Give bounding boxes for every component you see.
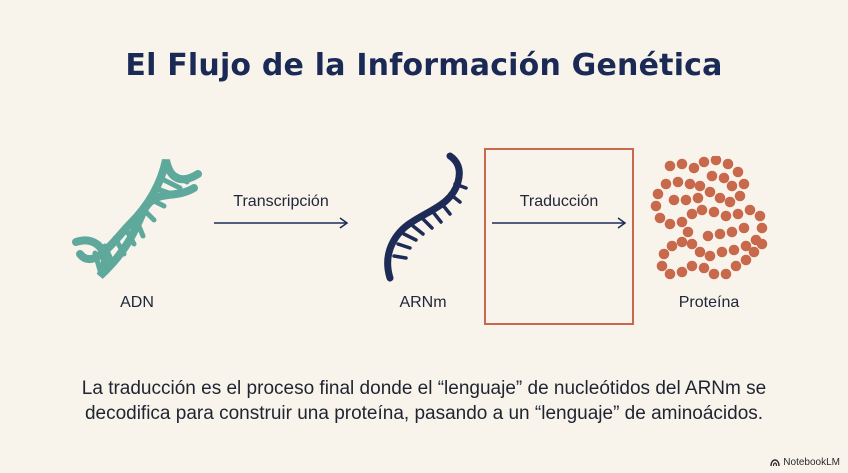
amino-acid-bead bbox=[738, 222, 750, 234]
amino-acid-bead bbox=[696, 204, 708, 216]
amino-acid-bead bbox=[664, 160, 676, 172]
dna-double-helix-icon bbox=[72, 158, 202, 279]
amino-acid-bead bbox=[686, 208, 698, 220]
amino-acid-bead bbox=[672, 176, 684, 188]
amino-acid-bead bbox=[744, 204, 756, 216]
amino-acid-bead bbox=[748, 246, 760, 258]
brand-name: NotebookLM bbox=[783, 457, 840, 468]
amino-acid-bead bbox=[720, 268, 732, 280]
node-label-mrna: ARNm bbox=[399, 294, 447, 311]
caption-line-1: La traducción es el proceso final donde … bbox=[81, 378, 767, 399]
protein-chain-icon bbox=[650, 156, 768, 280]
node-label-protein: Proteína bbox=[678, 294, 740, 311]
amino-acid-bead bbox=[692, 192, 704, 204]
amino-acid-bead bbox=[754, 210, 766, 222]
amino-acid-bead bbox=[714, 192, 726, 204]
amino-acid-bead bbox=[652, 188, 664, 200]
translation-highlight-box bbox=[484, 148, 634, 325]
amino-acid-bead bbox=[756, 222, 768, 234]
amino-acid-bead bbox=[732, 166, 744, 178]
amino-acid-bead bbox=[686, 260, 698, 272]
right-arrow-icon bbox=[492, 217, 627, 229]
amino-acid-bead bbox=[650, 200, 662, 212]
right-arrow-icon bbox=[214, 217, 349, 229]
amino-acid-bead bbox=[706, 170, 718, 182]
amino-acid-bead bbox=[686, 238, 698, 250]
amino-acid-bead bbox=[732, 208, 744, 220]
notebooklm-logo-icon bbox=[770, 458, 780, 466]
amino-acid-bead bbox=[666, 240, 678, 252]
amino-acid-bead bbox=[664, 218, 676, 230]
amino-acid-bead bbox=[664, 268, 676, 280]
amino-acid-bead bbox=[738, 178, 750, 190]
amino-acid-bead bbox=[730, 260, 742, 272]
amino-acid-bead bbox=[660, 178, 672, 190]
amino-acid-bead bbox=[726, 226, 738, 238]
node-label-dna: ADN bbox=[120, 294, 154, 311]
amino-acid-bead bbox=[720, 210, 732, 222]
amino-acid-bead bbox=[676, 266, 688, 278]
genetic-flow-diagram: ADN Transcripción ARNm Traducción Proteí… bbox=[0, 140, 848, 340]
amino-acid-bead bbox=[734, 190, 746, 202]
mrna-strand-icon bbox=[384, 152, 468, 282]
amino-acid-bead bbox=[684, 178, 696, 190]
amino-acid-bead bbox=[704, 186, 716, 198]
amino-acid-bead bbox=[716, 246, 728, 258]
amino-acid-bead bbox=[740, 240, 752, 252]
amino-acid-bead bbox=[680, 194, 692, 206]
arrow-label-translation: Traducción bbox=[519, 193, 599, 210]
amino-acid-bead bbox=[658, 248, 670, 260]
amino-acid-bead bbox=[676, 158, 688, 170]
amino-acid-bead bbox=[682, 226, 694, 238]
amino-acid-bead bbox=[740, 254, 752, 266]
amino-acid-bead bbox=[708, 206, 720, 218]
amino-acid-bead bbox=[702, 230, 714, 242]
amino-acid-bead bbox=[694, 246, 706, 258]
amino-acid-bead bbox=[698, 262, 710, 274]
amino-acid-bead bbox=[728, 244, 740, 256]
explanation-caption: La traducción es el proceso final donde … bbox=[40, 376, 808, 426]
amino-acid-bead bbox=[710, 156, 722, 166]
amino-acid-bead bbox=[714, 228, 726, 240]
amino-acid-bead bbox=[688, 162, 700, 174]
notebooklm-watermark: NotebookLM bbox=[770, 457, 840, 468]
amino-acid-bead bbox=[756, 238, 768, 250]
caption-line-2: decodifica para construir una proteína, … bbox=[84, 403, 764, 424]
arrow-label-transcription: Transcripción bbox=[233, 193, 329, 210]
amino-acid-bead bbox=[698, 156, 710, 168]
page-title: El Flujo de la Información Genética bbox=[125, 48, 723, 83]
amino-acid-bead bbox=[708, 268, 720, 280]
amino-acid-bead bbox=[654, 212, 666, 224]
amino-acid-bead bbox=[656, 260, 668, 272]
amino-acid-bead bbox=[726, 180, 738, 192]
amino-acid-bead bbox=[722, 158, 734, 170]
amino-acid-bead bbox=[724, 196, 736, 208]
amino-acid-bead bbox=[676, 236, 688, 248]
amino-acid-bead bbox=[694, 180, 706, 192]
amino-acid-bead bbox=[668, 194, 680, 206]
amino-acid-bead bbox=[676, 216, 688, 228]
amino-acid-bead bbox=[704, 250, 716, 262]
amino-acid-bead bbox=[718, 172, 730, 184]
